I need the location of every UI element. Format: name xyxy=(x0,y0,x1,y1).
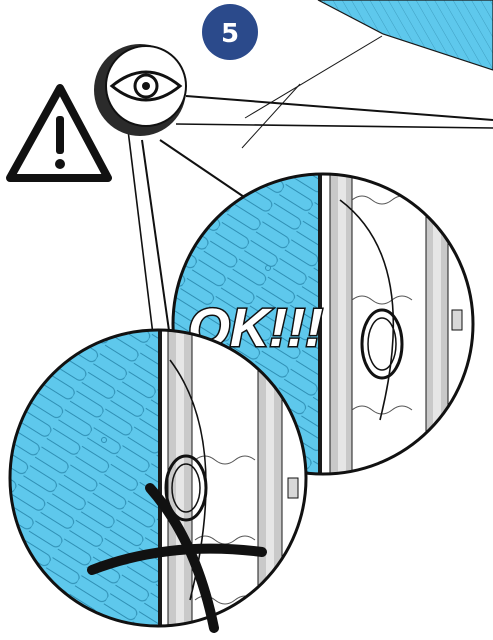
leader-line xyxy=(186,96,493,120)
step-badge: 5 xyxy=(202,4,258,60)
zoom-detail-incorrect xyxy=(10,330,306,630)
leader-line xyxy=(176,124,493,128)
room-edge-line xyxy=(242,84,300,148)
warning-icon xyxy=(10,88,108,178)
panel-top-right xyxy=(318,0,493,70)
step-number: 5 xyxy=(221,19,239,49)
